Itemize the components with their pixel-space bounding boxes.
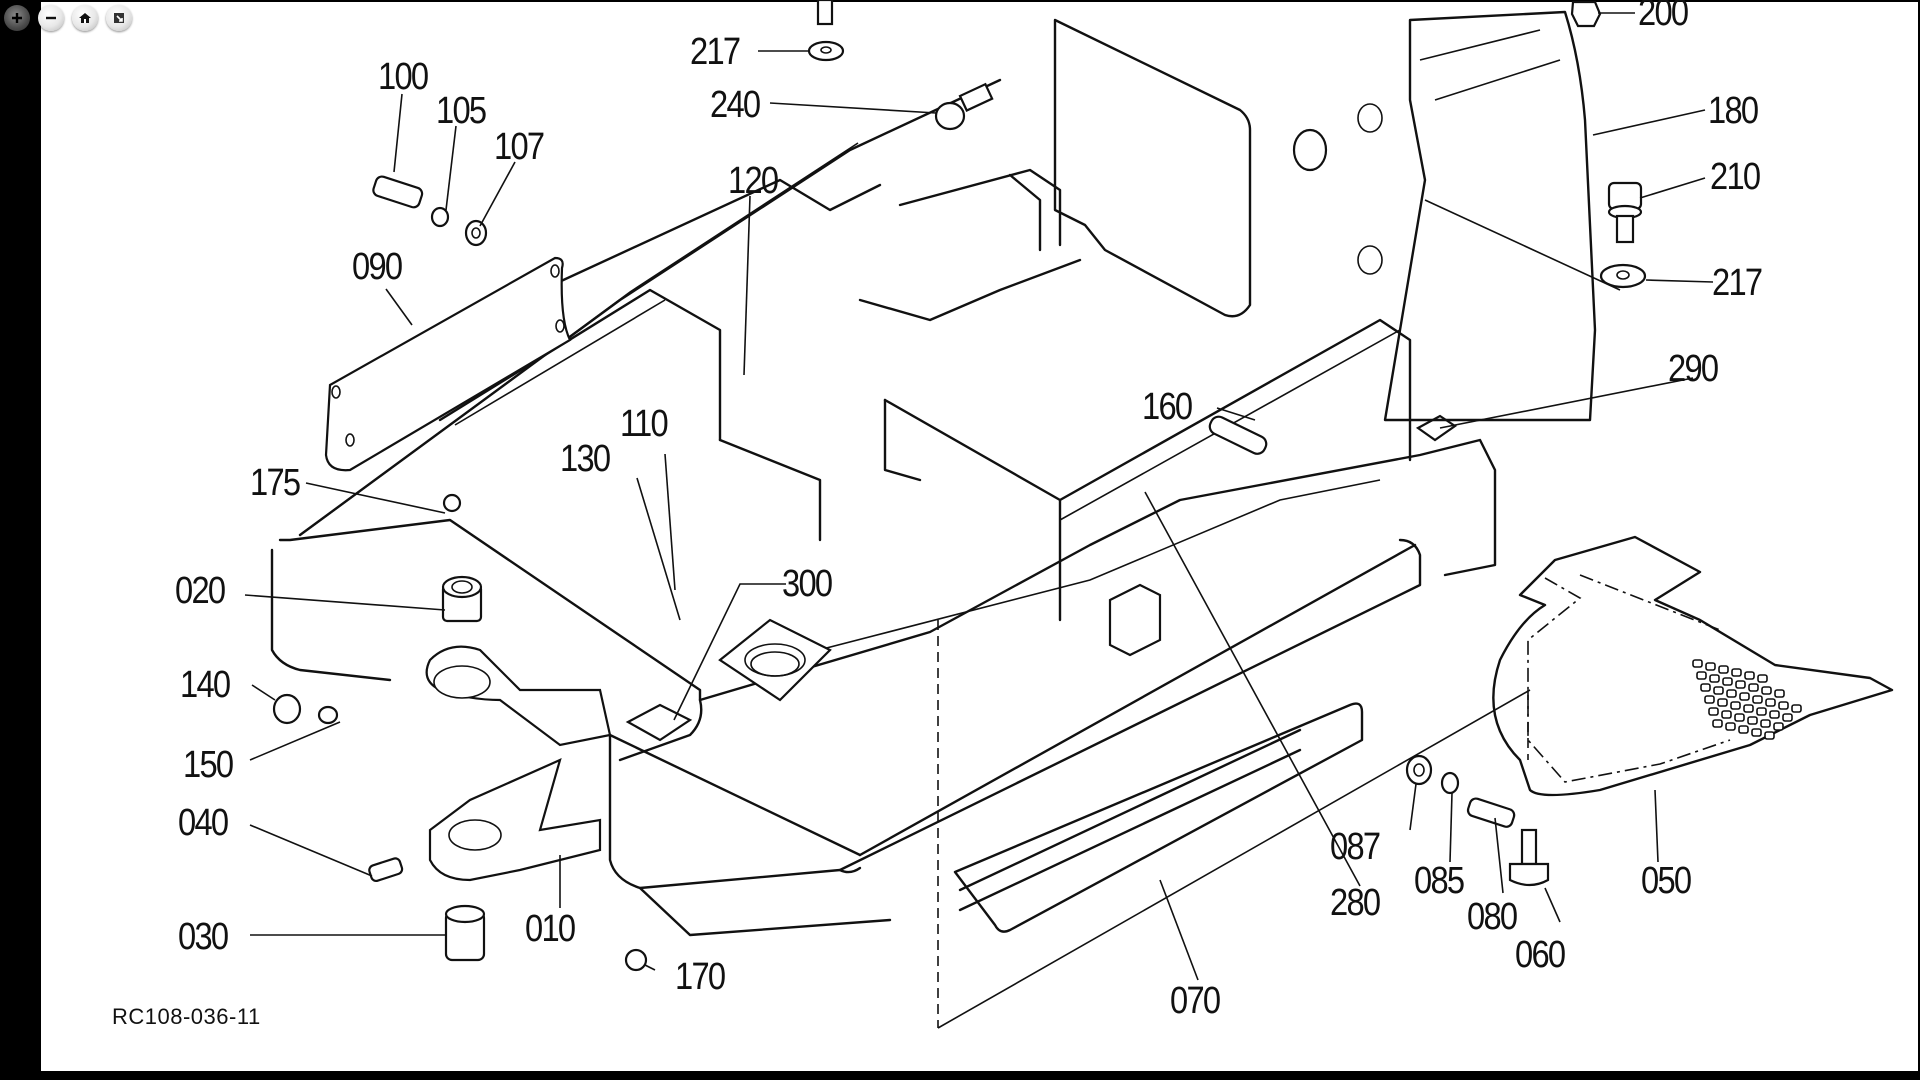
viewer-zoom-controls	[4, 5, 132, 31]
grid-hole	[1791, 704, 1802, 713]
grid-hole	[1743, 704, 1754, 713]
leader-lines	[244, 12, 1714, 981]
diagram-page	[41, 2, 1918, 1071]
callout-160: 160	[1142, 386, 1193, 428]
grid-hole	[1756, 707, 1767, 716]
grid-hole	[1734, 713, 1745, 722]
callout-060: 060	[1515, 934, 1566, 976]
callout-080: 080	[1467, 896, 1518, 938]
callout-140: 140	[180, 664, 231, 706]
callout-280: 280	[1330, 882, 1381, 924]
callout-200: 200	[1638, 0, 1689, 34]
grid-hole	[1692, 659, 1703, 668]
grid-hole	[1725, 722, 1736, 731]
callout-110: 110	[620, 403, 669, 445]
minus-icon	[46, 16, 56, 20]
fit-page-icon	[114, 13, 124, 23]
grid-hole	[1744, 671, 1755, 680]
grid-hole	[1764, 731, 1775, 740]
callout-050: 050	[1641, 860, 1692, 902]
grid-hole	[1721, 710, 1732, 719]
callout-105: 105	[436, 90, 487, 132]
grid-hole	[1782, 713, 1793, 722]
callout-150: 150	[183, 744, 234, 786]
callout-070: 070	[1170, 980, 1221, 1022]
callout-010: 010	[525, 908, 576, 950]
grid-hole	[1760, 719, 1771, 728]
fasteners	[272, 0, 1647, 972]
grid-hole	[1778, 701, 1789, 710]
callout-040: 040	[178, 802, 229, 844]
grid-hole	[1722, 677, 1733, 686]
grid-hole	[1735, 680, 1746, 689]
grid-hole	[1747, 716, 1758, 725]
callout-300: 300	[782, 563, 833, 605]
grid-hole	[1717, 698, 1728, 707]
grid-hole	[1769, 710, 1780, 719]
grid-hole	[1761, 686, 1772, 695]
grid-hole	[1709, 674, 1720, 683]
grid-hole	[1730, 701, 1741, 710]
grid-hole	[1765, 698, 1776, 707]
grid-hole	[1708, 707, 1719, 716]
grid-hole	[1739, 692, 1750, 701]
panels	[324, 10, 1894, 933]
callout-120: 120	[728, 160, 779, 202]
callout-180: 180	[1708, 90, 1759, 132]
grid-hole	[1718, 665, 1729, 674]
main-frame-010	[270, 78, 1531, 1029]
home-icon	[79, 13, 91, 23]
home-button[interactable]	[72, 5, 98, 31]
grid-hole	[1757, 674, 1768, 683]
grid-hole	[1696, 671, 1707, 680]
callout-087: 087	[1330, 826, 1381, 868]
callout-130: 130	[560, 438, 611, 480]
figure-id: RC108-036-11	[112, 1004, 261, 1029]
callout-100: 100	[378, 56, 429, 98]
zoom-out-button[interactable]	[38, 5, 64, 31]
grid-hole	[1726, 689, 1737, 698]
grid-hole	[1700, 683, 1711, 692]
grid-hole	[1774, 689, 1785, 698]
callout-020: 020	[175, 570, 226, 612]
zoom-in-button[interactable]	[4, 5, 30, 31]
fit-page-button[interactable]	[106, 5, 132, 31]
plus-icon	[12, 13, 22, 23]
grid-hole	[1731, 668, 1742, 677]
grid-hole	[1748, 683, 1759, 692]
callout-107: 107	[494, 126, 545, 168]
grid-hole	[1705, 662, 1716, 671]
grid-hole	[1751, 728, 1762, 737]
callout-217-right: 217	[1712, 262, 1763, 304]
grid-hole	[1752, 695, 1763, 704]
callout-085: 085	[1414, 860, 1465, 902]
grid-hole	[1773, 722, 1784, 731]
grid-hole	[1713, 686, 1724, 695]
callout-170: 170	[675, 956, 726, 998]
callout-030: 030	[178, 916, 229, 958]
grid-hole	[1738, 725, 1749, 734]
floor-plate-grid-holes	[1692, 659, 1802, 740]
grid-hole	[1712, 719, 1723, 728]
callout-210: 210	[1710, 156, 1761, 198]
callout-217: 217	[690, 31, 741, 73]
grid-hole	[1704, 695, 1715, 704]
callout-175: 175	[250, 462, 301, 504]
callout-090: 090	[352, 246, 403, 288]
callout-290: 290	[1668, 348, 1719, 390]
callout-240: 240	[710, 84, 761, 126]
